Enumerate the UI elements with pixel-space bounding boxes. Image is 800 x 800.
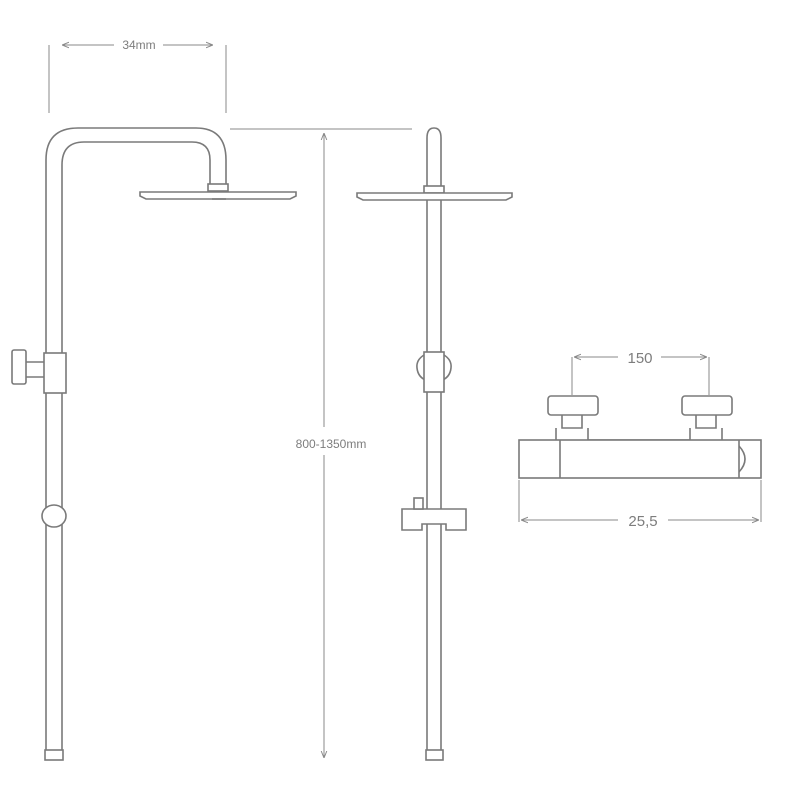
riser-pipe-inner xyxy=(61,141,211,760)
riser-pipe-outer xyxy=(45,127,227,760)
thermostat-dial-curve xyxy=(738,445,746,473)
inlet-stem-right xyxy=(695,415,717,429)
shower-head-front xyxy=(356,192,513,201)
height-label: 800-1350mm xyxy=(296,437,367,451)
diverter-body xyxy=(43,352,67,394)
side-view: 34mm xyxy=(11,38,297,761)
front-view xyxy=(356,127,513,761)
mixer-view: 150 25,5 xyxy=(518,350,762,530)
inlet-nut-left xyxy=(547,395,599,416)
slider-holder-side xyxy=(41,504,67,528)
slider-clip xyxy=(413,497,424,510)
inlet-nut-right xyxy=(681,395,733,416)
front-end-cap xyxy=(425,749,444,761)
mixer-length-label: 25,5 xyxy=(628,513,657,530)
mixer-body xyxy=(518,439,762,479)
slider-holder-front xyxy=(401,508,467,531)
front-riser-pipe xyxy=(426,127,442,760)
inlet-neck xyxy=(555,428,723,441)
pipe-end-cap xyxy=(44,749,64,761)
inlet-spacing-label: 150 xyxy=(627,350,652,367)
diverter-front-right xyxy=(439,354,452,382)
inlet-stem-left xyxy=(561,415,583,429)
height-dimension: 800-1350mm xyxy=(230,128,412,758)
front-head-connector xyxy=(423,185,445,194)
shower-head-side xyxy=(139,191,297,200)
diverter-front-left xyxy=(416,354,429,382)
head-connector xyxy=(207,183,229,192)
arm-depth-label: 34mm xyxy=(122,38,155,52)
diverter-knob xyxy=(11,349,27,385)
diverter-front-body xyxy=(423,351,445,393)
